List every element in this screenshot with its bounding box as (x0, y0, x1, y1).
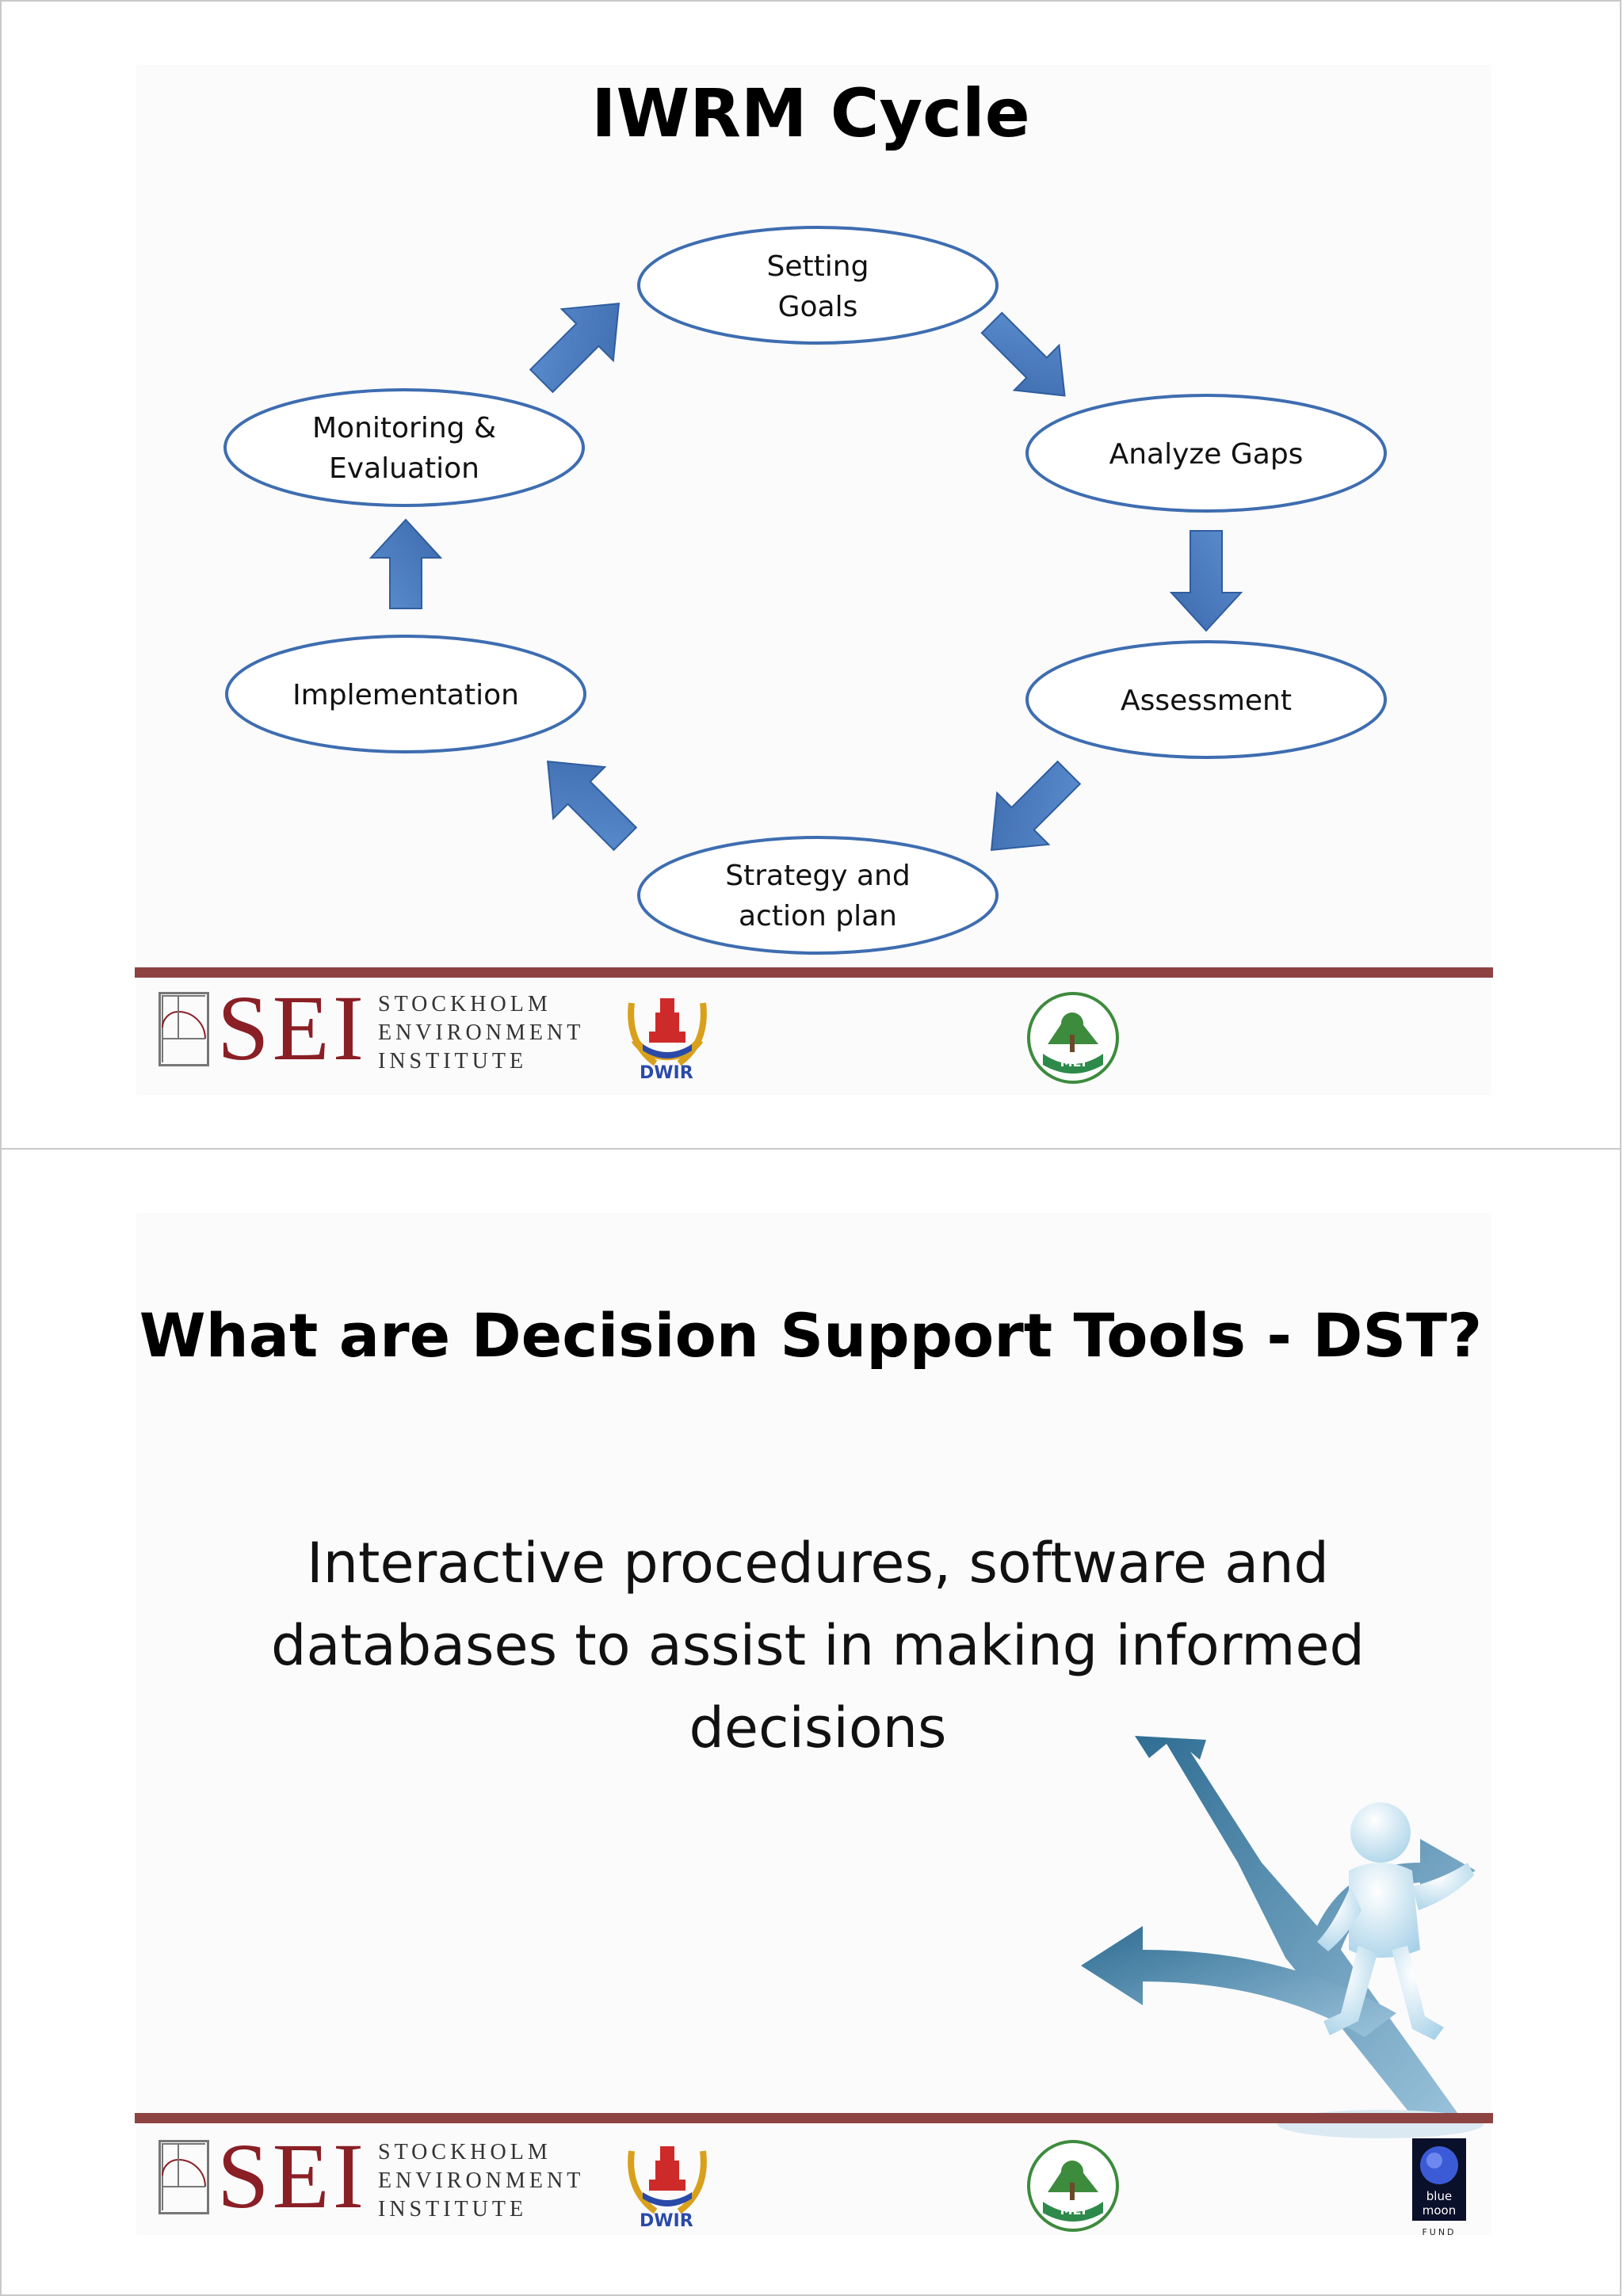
blue-moon-word: moon (1423, 2203, 1456, 2218)
3d-figure-icon (1317, 1802, 1474, 2040)
node-label: Evaluation (329, 452, 479, 485)
iwrm-cycle-diagram: Setting Goals Analyze Gaps Assessment St… (223, 226, 1387, 955)
sei-institute-name: STOCKHOLM ENVIRONMENT INSTITUTE (378, 990, 584, 1076)
node-label: action plan (739, 900, 897, 933)
slide-page-2: What are Decision Support Tools - DST? I… (0, 1148, 1621, 2296)
body-line: Interactive procedures, software and (306, 1531, 1329, 1596)
node-analyze-gaps: Analyze Gaps (1025, 394, 1387, 513)
node-setting-goals: Setting Goals (637, 226, 999, 345)
blue-moon-fund-logo: blue moon FUND (1412, 2138, 1466, 2237)
arrow-assessment-to-strategy (990, 760, 1082, 852)
sei-institute-name: STOCKHOLM ENVIRONMENT INSTITUTE (378, 2138, 584, 2224)
arrow-analyze-to-assessment (1169, 530, 1243, 632)
blue-moon-sub: FUND (1422, 2227, 1456, 2237)
sei-name-line: ENVIRONMENT (378, 2168, 585, 2193)
node-label: Analyze Gaps (1109, 438, 1304, 471)
sei-letters: SEI (217, 2124, 367, 2228)
blue-moon-word: blue (1426, 2189, 1452, 2203)
footer-divider (135, 967, 1493, 978)
arrow-monitoring-to-goals (529, 302, 621, 394)
slide-page-1: IWRM Cycle Setting Goals Analyze Gaps As… (0, 0, 1621, 1150)
node-label: Monitoring & (312, 412, 496, 444)
body-line: decisions (689, 1695, 947, 1760)
mei-label: MEI (1060, 1055, 1086, 1070)
sei-golden-spiral-icon (158, 992, 209, 1066)
arrow-goals-to-analyze (980, 311, 1066, 397)
node-label: Assessment (1121, 685, 1292, 717)
dwir-label: DWIR (640, 1063, 693, 1083)
sei-name-line: INSTITUTE (378, 1049, 528, 1074)
sei-letters: SEI (217, 976, 367, 1080)
node-assessment: Assessment (1025, 640, 1387, 759)
sei-golden-spiral-icon (158, 2140, 209, 2214)
footer-logos: SEI STOCKHOLM ENVIRONMENT INSTITUTE DWIR… (2, 2124, 1620, 2240)
arrow-strategy-to-implementation (546, 760, 638, 852)
sei-name-line: STOCKHOLM (378, 992, 552, 1016)
slide-title: What are Decision Support Tools - DST? (139, 1300, 1483, 1371)
dwir-logo (628, 998, 707, 1066)
road-arrows-icon (1081, 1736, 1484, 2138)
body-line: databases to assist in making informed (271, 1613, 1365, 1678)
slide-title: IWRM Cycle (591, 74, 1030, 152)
sei-name-line: ENVIRONMENT (378, 1020, 585, 1045)
node-implementation: Implementation (225, 635, 586, 753)
node-label: Strategy and (725, 860, 910, 892)
mei-logo: MEI (1027, 2140, 1119, 2232)
decision-crossroads-illustration (1081, 1736, 1484, 2138)
arrow-implementation-to-monitoring (369, 518, 443, 609)
sei-name-line: STOCKHOLM (378, 2140, 552, 2164)
mei-logo: MEI (1027, 992, 1119, 1084)
node-strategy-action-plan: Strategy and action plan (637, 836, 999, 955)
sei-name-line: INSTITUTE (378, 2197, 528, 2222)
dwir-label: DWIR (640, 2211, 693, 2231)
mei-label: MEI (1060, 2203, 1086, 2218)
footer-logos: SEI STOCKHOLM ENVIRONMENT INSTITUTE DWIR… (2, 976, 1620, 1092)
node-monitoring-evaluation: Monitoring & Evaluation (223, 388, 585, 507)
slide-body-text: Interactive procedures, software and dat… (239, 1522, 1396, 1769)
node-label: Implementation (292, 679, 519, 711)
dwir-logo (628, 2146, 707, 2214)
node-label: Setting (767, 250, 869, 283)
node-label: Goals (778, 291, 858, 323)
footer-divider (135, 2113, 1493, 2123)
slide-background (136, 1213, 1491, 2235)
